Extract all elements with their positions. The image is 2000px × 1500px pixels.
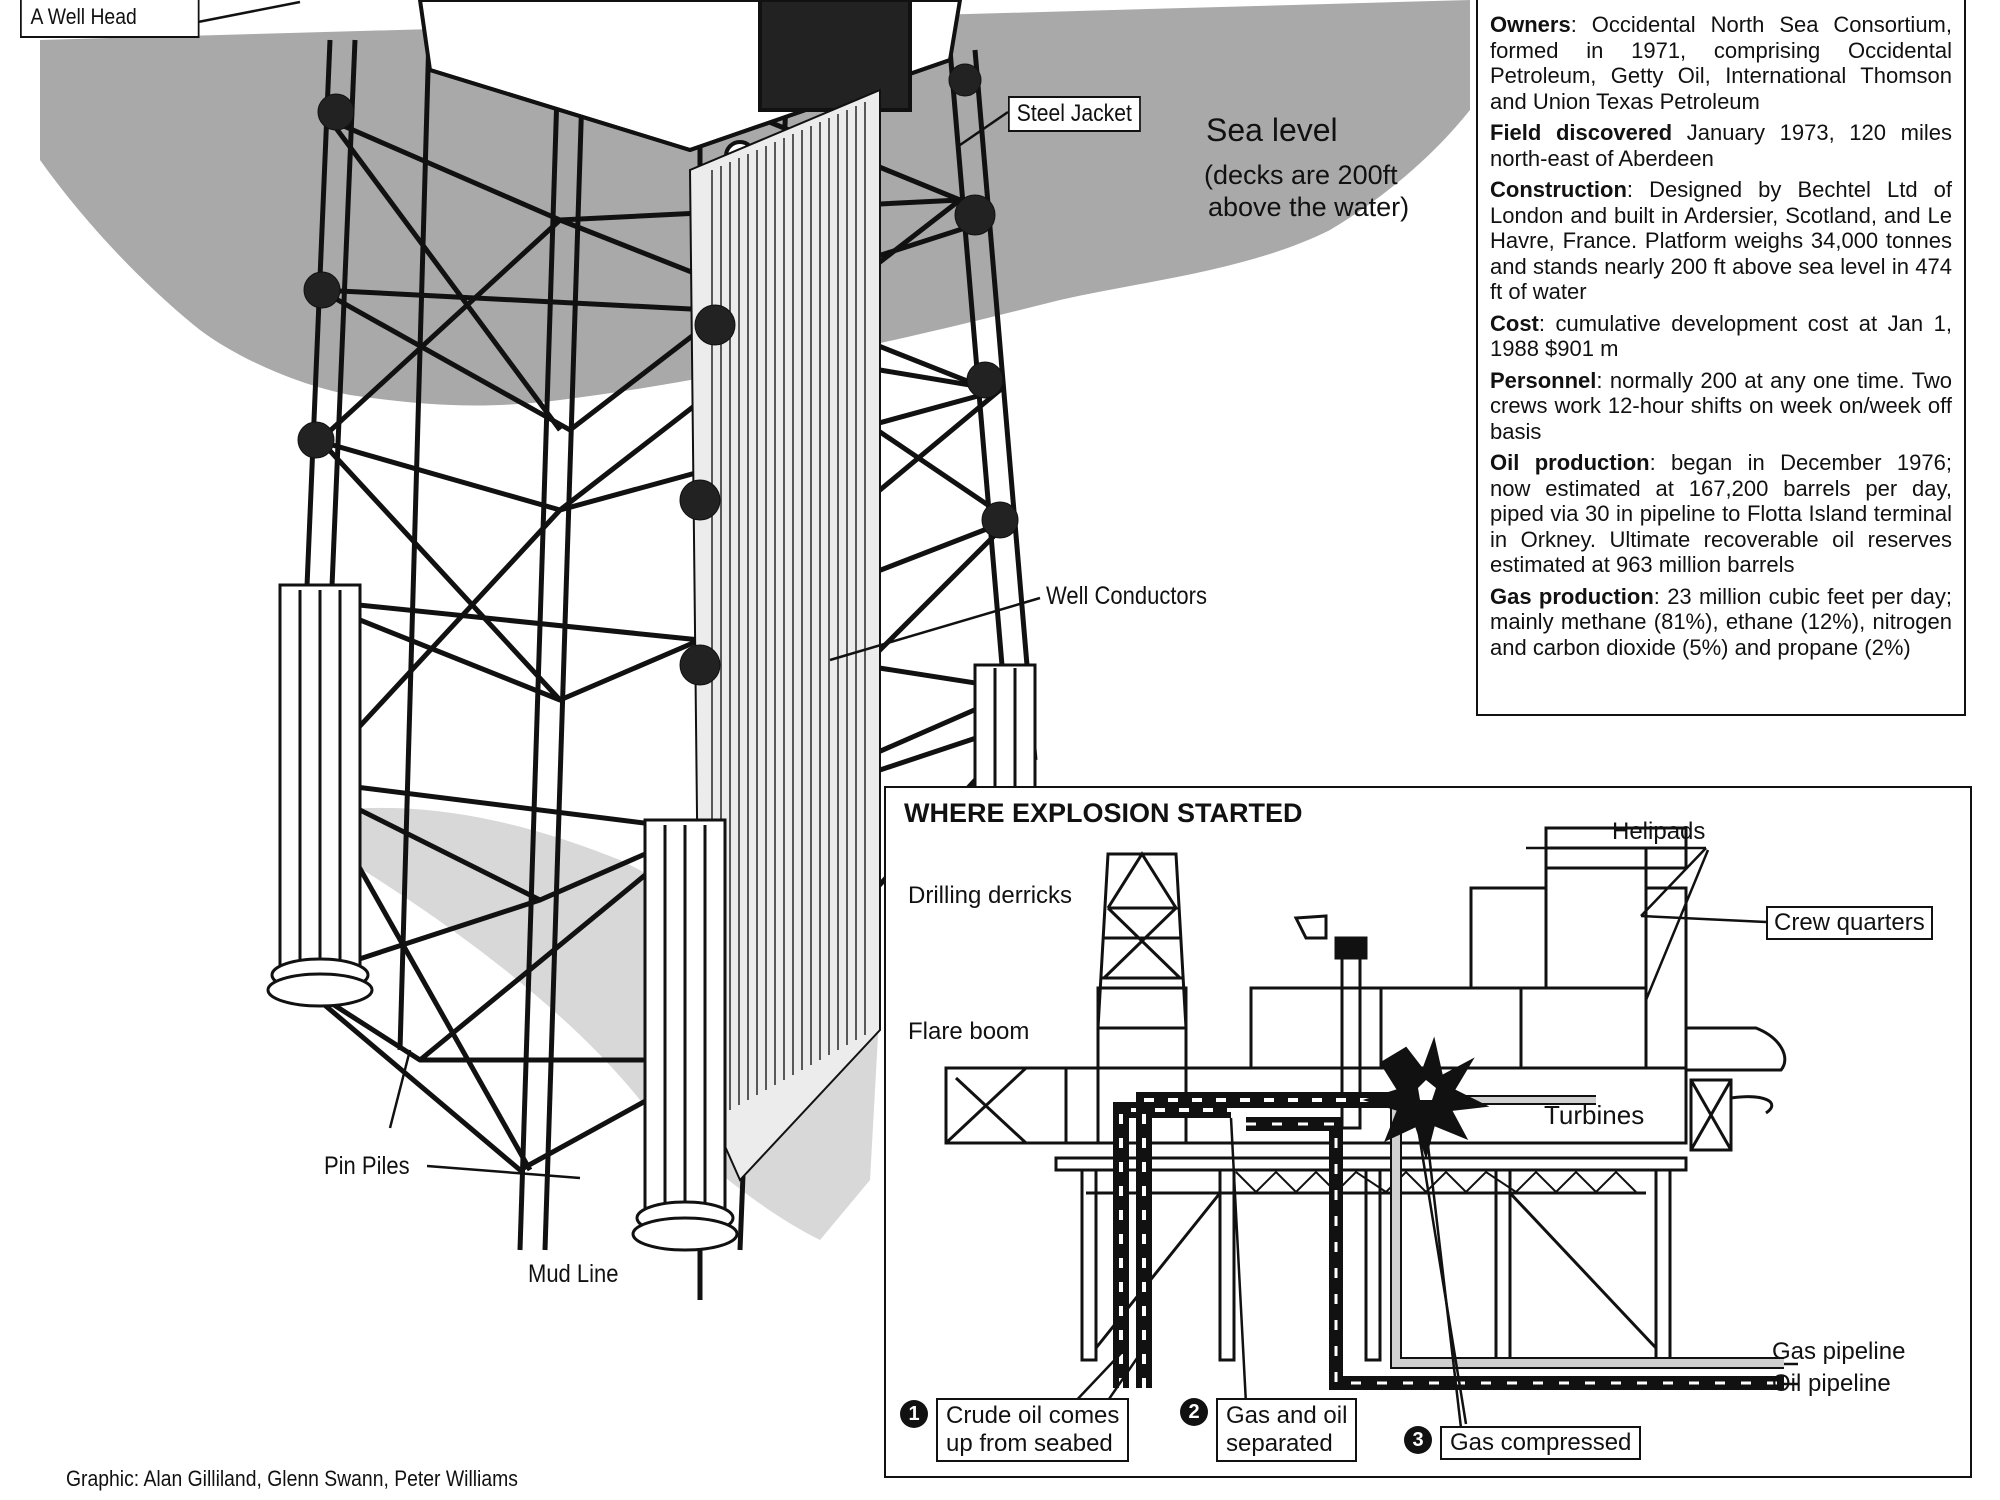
step-3-caption: Gas compressed: [1440, 1426, 1642, 1460]
turbines-label: Turbines: [1544, 1100, 1645, 1130]
step-1-marker: 1: [900, 1400, 928, 1428]
sea-level-label: Sea level: [1206, 112, 1338, 148]
step-2-line2: separated: [1226, 1430, 1333, 1457]
platform-fact-box: Owners: Occidental North Sea Consortium,…: [1476, 0, 1966, 716]
info-construction: Construction: Designed by Bechtel Ltd of…: [1490, 177, 1952, 304]
bracing-nodes: [297, 63, 1019, 686]
crew-quarters-label: Crew quarters: [1766, 906, 1933, 940]
pin-pile-cluster-right: [973, 663, 1037, 797]
info-gas-production: Gas production: 23 million cubic feet pe…: [1490, 583, 1952, 660]
steel-jacket-label: Steel Jacket: [1008, 96, 1141, 132]
deck-structure: [417, 0, 963, 172]
info-personnel: Personnel: normally 200 at any one time.…: [1490, 367, 1952, 444]
flare-boom-label: Flare boom: [908, 1018, 1030, 1045]
helipads-label: Helipads: [1612, 818, 1706, 845]
step-2-line1: Gas and oil: [1226, 1402, 1348, 1429]
step-1-line2: up from seabed: [946, 1430, 1113, 1457]
well-conductors-label: Well Conductors: [1046, 582, 1207, 610]
step-3-marker: 3: [1404, 1426, 1432, 1454]
sea-level-note-line1: (decks are 200ft: [1204, 160, 1398, 190]
truss-zigzag: [1235, 1170, 1637, 1194]
oil-pipeline-label: Oil pipeline: [1772, 1370, 1891, 1397]
inset-title: WHERE EXPLOSION STARTED: [904, 798, 1303, 828]
sea-level-note-line2: above the water): [1208, 192, 1410, 222]
main-leader-lines: [197, 0, 1041, 1180]
info-cost: Cost: cumulative development cost at Jan…: [1490, 310, 1952, 362]
info-oil-production: Oil production: began in December 1976; …: [1490, 450, 1952, 577]
step-1-caption: Crude oil comes up from seabed: [936, 1398, 1130, 1462]
info-field-discovered: Field discovered January 1973, 120 miles…: [1490, 120, 1952, 171]
mud-line-label: Mud Line: [528, 1260, 619, 1288]
platform-cross-section: [944, 826, 1798, 1429]
graphic-credit: Graphic: Alan Gilliland, Glenn Swann, Pe…: [66, 1466, 518, 1491]
pin-piles-label: Pin Piles: [324, 1152, 410, 1180]
explosion-inset: WHERE EXPLOSION STARTED Helipads Drillin…: [884, 786, 1972, 1478]
step-2-marker: 2: [1180, 1398, 1208, 1426]
gas-pipeline-label: Gas pipeline: [1772, 1338, 1906, 1365]
info-owners: Owners: Occidental North Sea Consortium,…: [1490, 12, 1952, 114]
well-head-label: A Well Head: [20, 0, 200, 38]
step-1-line1: Crude oil comes: [946, 1402, 1120, 1429]
pin-pile-cluster-left: [266, 583, 374, 1008]
pin-pile-cluster-front: [631, 818, 739, 1252]
step-2-caption: Gas and oil separated: [1216, 1398, 1358, 1462]
drilling-derricks-label: Drilling derricks: [908, 882, 1073, 909]
